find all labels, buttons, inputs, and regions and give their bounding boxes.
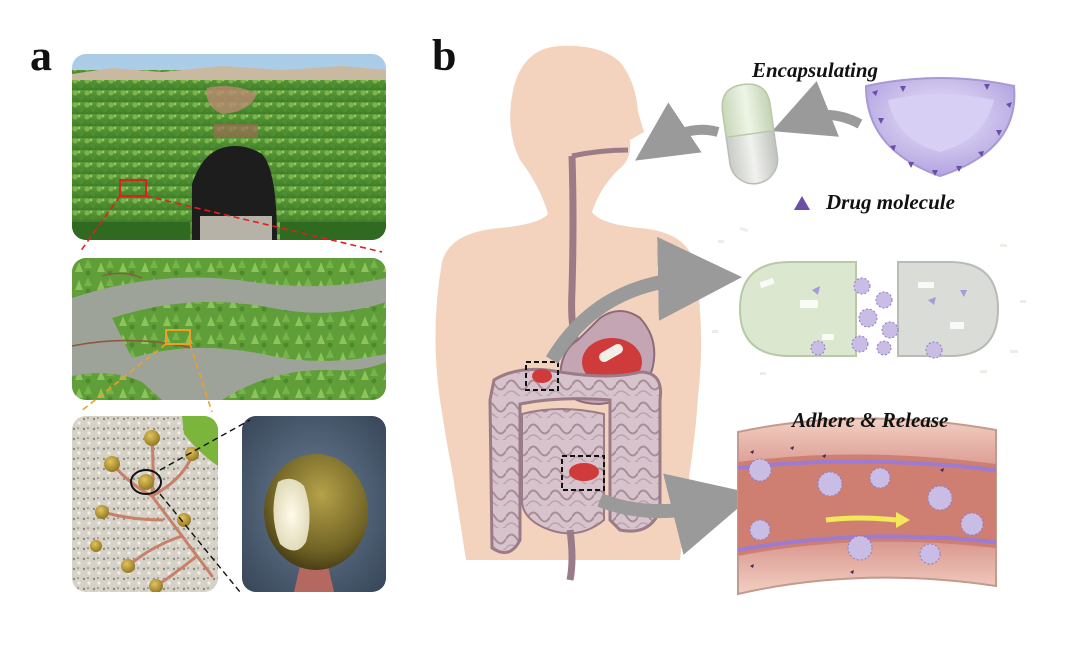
orange-callout-line-left xyxy=(79,343,167,413)
arrow-to-dissolution xyxy=(545,236,742,364)
arrow-swallow xyxy=(635,102,720,161)
intact-capsule xyxy=(721,83,779,185)
panel-b-letter: b xyxy=(432,31,457,80)
intestine-cross-section xyxy=(737,417,997,596)
ivy-vine-photo xyxy=(72,258,386,400)
arrow-encapsulate xyxy=(772,81,863,137)
dissolving-capsule xyxy=(712,226,1026,375)
adhesive-pad-photo xyxy=(242,416,386,592)
ivy-vine-drawing xyxy=(72,258,386,400)
red-callout-line-right xyxy=(145,195,383,253)
encapsulating-label: Encapsulating xyxy=(752,58,879,82)
black-callout-line-top xyxy=(159,419,251,471)
adhere-release-label: Adhere & Release xyxy=(792,408,949,432)
release-arrowhead xyxy=(896,512,910,528)
stomach-capsule xyxy=(599,344,623,362)
ivy-wall-photo xyxy=(72,54,386,240)
rectum xyxy=(566,529,576,581)
stomach-callout-tissue xyxy=(532,369,552,383)
drug-molecule-legend-icon xyxy=(794,196,810,210)
release-direction-arrow xyxy=(825,515,897,523)
red-callout-line-left xyxy=(79,195,121,253)
black-callout-line-bottom xyxy=(159,493,241,593)
throat xyxy=(571,147,629,159)
drug-molecule-label: Drug molecule xyxy=(826,190,955,214)
arrow-to-intestine xyxy=(597,473,755,555)
drug-loaded-cup xyxy=(864,77,1016,178)
stomach-callout-box xyxy=(525,361,559,391)
panel-a-letter: a xyxy=(30,31,52,80)
tendril-closeup-drawing xyxy=(72,416,218,592)
tendril-closeup-photo xyxy=(72,416,218,592)
adhesive-pad-drawing xyxy=(242,416,386,592)
intestine-callout-tissue xyxy=(569,463,599,481)
ivy-wall-drawing xyxy=(72,54,386,240)
intestine-callout-box xyxy=(561,455,605,491)
orange-callout-line-right xyxy=(189,343,213,413)
